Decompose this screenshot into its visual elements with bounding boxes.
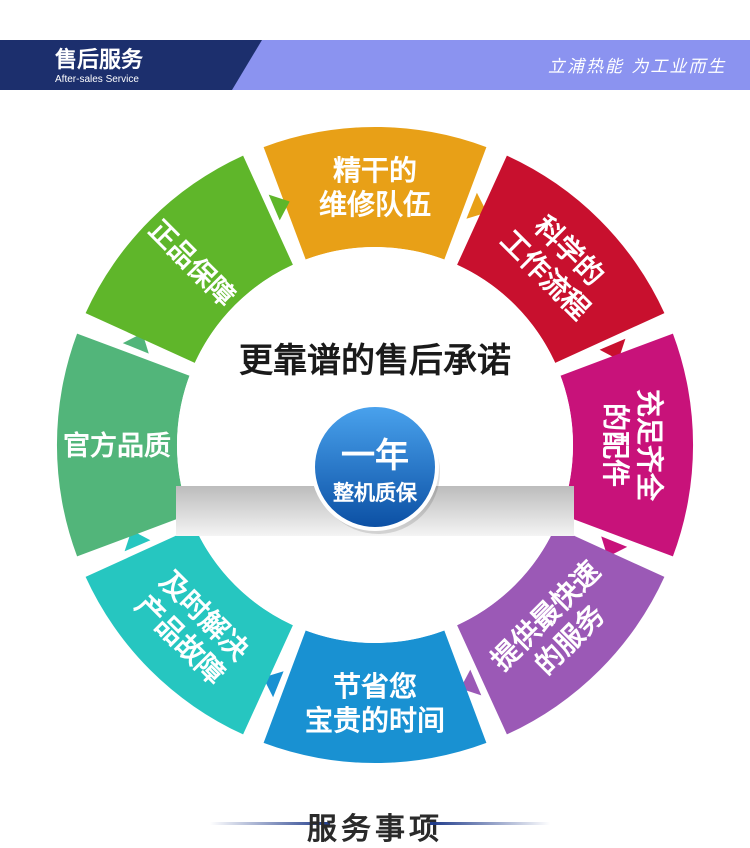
segment-label-line: 精干的: [333, 154, 417, 187]
segment-1: [457, 155, 665, 363]
segment-label-line: 节省您: [333, 670, 417, 703]
header-banner: 售后服务 After-sales Service 立浦热能 为工业而生: [0, 40, 750, 90]
segment-label-line: 维修队伍: [319, 188, 431, 221]
segment-label-line: 充足齐全: [633, 389, 666, 502]
warranty-badge: [311, 403, 439, 531]
segment-label-line: 宝贵的时间: [305, 704, 445, 737]
header-subtitle: After-sales Service: [55, 74, 139, 85]
segment-arrow-7: [268, 194, 290, 221]
header-slogan: 立浦热能 为工业而生: [548, 57, 726, 77]
segment-6: [56, 333, 190, 557]
footer-line-left: [210, 822, 330, 825]
segment-4: [263, 630, 487, 764]
badge-line-2: 整机质保: [333, 481, 418, 505]
footer: 服务事项: [0, 796, 750, 847]
segment-label-6: 官方品质: [63, 430, 171, 462]
segment-5: [85, 527, 293, 735]
segment-label-line: 官方品质: [63, 430, 171, 462]
footer-line-right: [430, 822, 550, 825]
header-banner-dark: [0, 40, 262, 90]
segment-label-line: 的配件: [599, 403, 632, 487]
segment-2: [560, 333, 694, 557]
segment-3: [457, 527, 665, 735]
footer-title: 服务事项: [307, 812, 443, 847]
header-title: 售后服务: [55, 47, 144, 73]
center-headline: 更靠谱的售后承诺: [239, 341, 511, 381]
badge-line-1: 一年: [341, 436, 409, 476]
header-banner-light: [205, 40, 750, 90]
segment-0: [263, 126, 487, 260]
segment-7: [85, 155, 293, 363]
